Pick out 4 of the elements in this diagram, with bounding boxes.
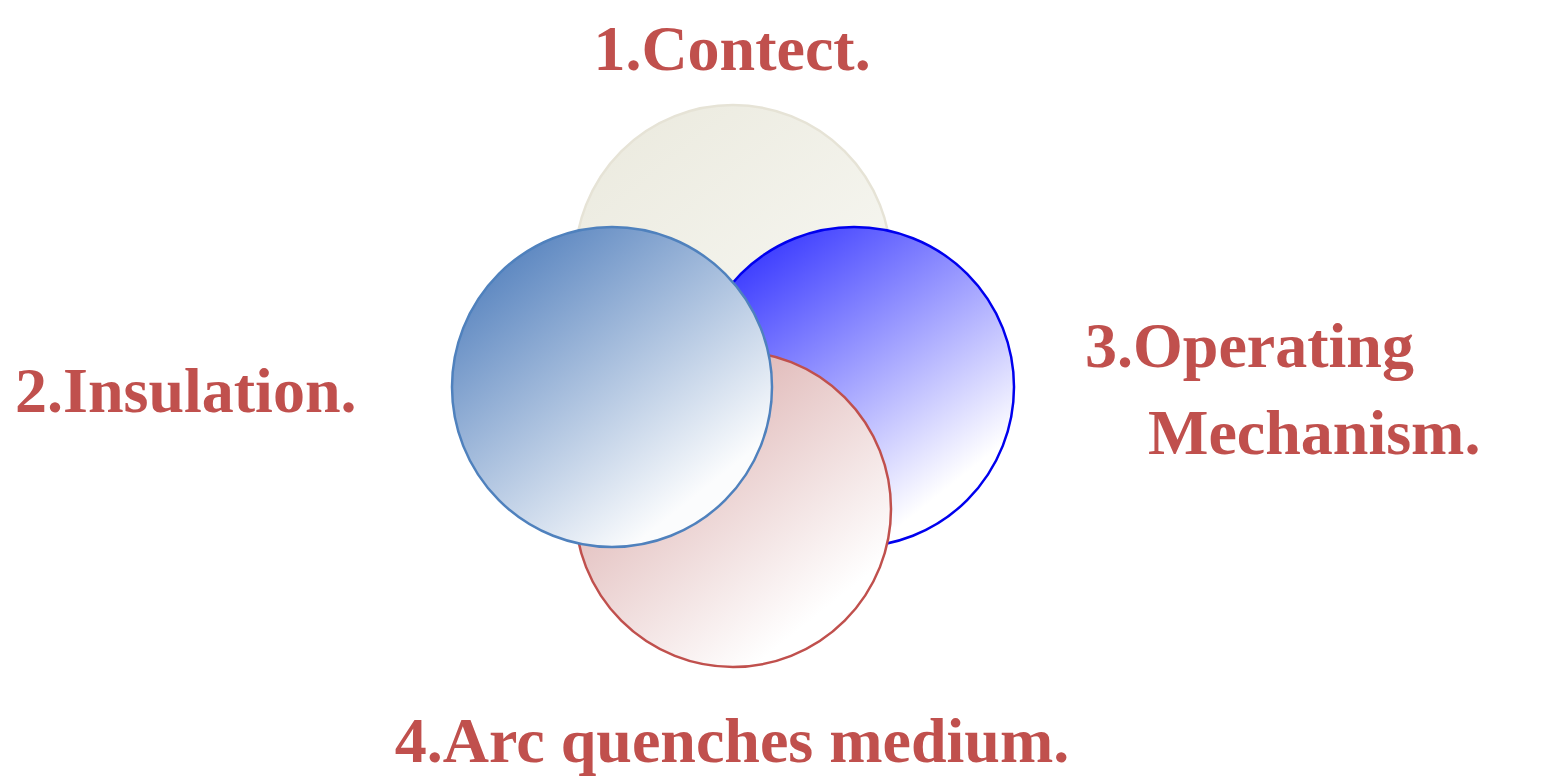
step-label: 4.Arc quenches medium.	[393, 704, 1071, 778]
step-label: 2.Insulation.	[15, 354, 358, 428]
step-label: 1.Contect.	[592, 12, 872, 86]
step-label: 3.Operating Mechanism.	[1085, 309, 1482, 470]
